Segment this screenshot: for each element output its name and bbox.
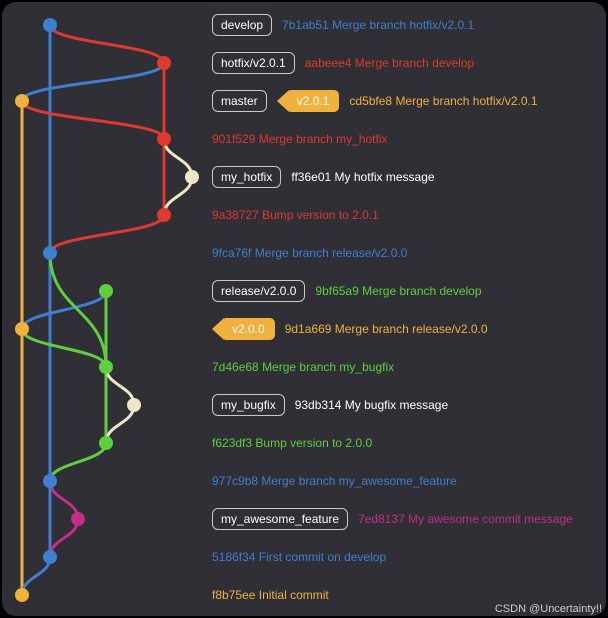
commit-row[interactable]: 901f529 Merge branch my_hotfix	[212, 127, 387, 151]
commit-hash: aabeee4	[304, 56, 352, 70]
hotfix-to-master-edge	[20, 100, 166, 140]
commit-dot-9d1a669[interactable]	[15, 322, 29, 336]
hotfix-to-develop-edge	[48, 24, 166, 64]
branch-label[interactable]: my_hotfix	[212, 166, 282, 188]
hotfix-fork-edge	[48, 214, 166, 254]
commit-row[interactable]: 9a38727 Bump version to 2.0.1	[212, 203, 379, 227]
commit-dot-93db314[interactable]	[127, 398, 141, 412]
commit-hash: 5186f34	[212, 550, 256, 564]
commit-row[interactable]: master v2.0.1 cd5bfe8 Merge branch hotfix/…	[212, 89, 538, 113]
commit-hash: 901f529	[212, 132, 256, 146]
watermark: CSDN @Uncertainty!!	[494, 603, 602, 615]
commit-row[interactable]: f623df3 Bump version to 2.0.0	[212, 431, 372, 455]
commit-dot-f8b75ee[interactable]	[15, 588, 29, 602]
commit-row[interactable]: 977c9b8 Merge branch my_awesome_feature	[212, 469, 457, 493]
commit-message: Merge branch my_hotfix	[258, 132, 388, 146]
commit-hash: 9fca76f	[212, 246, 252, 260]
commit-message: My awesome commit message	[408, 512, 573, 526]
commit-hash: 9bf65a9	[315, 284, 359, 298]
hotfix-branch-fork-edge	[162, 176, 194, 216]
develop-start-edge	[20, 556, 52, 596]
commit-hash: 93db314	[294, 398, 342, 412]
release-to-develop-edge	[48, 252, 108, 368]
commit-dot-9fca76f[interactable]	[43, 246, 57, 260]
branch-label[interactable]: hotfix/v2.0.1	[212, 52, 295, 74]
commit-hash: f623df3	[212, 436, 253, 450]
commit-message: My hotfix message	[334, 170, 435, 184]
commit-message: Merge branch hotfix/v2.0.1	[395, 94, 538, 108]
commit-row[interactable]: hotfix/v2.0.1 aabeee4 Merge branch develo…	[212, 51, 474, 75]
commit-hash: f8b75ee	[212, 588, 256, 602]
bugfix-merge-edge	[104, 366, 136, 406]
commit-dot-f623df3[interactable]	[99, 436, 113, 450]
commit-hash: 7d46e68	[212, 360, 259, 374]
commit-hash: 7ed8137	[358, 512, 405, 526]
commit-row[interactable]: 7d46e68 Merge branch my_bugfix	[212, 355, 394, 379]
commit-row[interactable]: my_awesome_feature 7ed8137 My awesome com…	[212, 507, 573, 531]
commit-message: Bump version to 2.0.0	[255, 436, 373, 450]
version-tag[interactable]: v2.0.0	[212, 318, 275, 340]
commit-dot-7b1ab51[interactable]	[43, 18, 57, 32]
commit-message: Merge branch develop	[354, 56, 475, 70]
branch-label[interactable]: my_awesome_feature	[212, 508, 349, 530]
commit-message: Merge branch develop	[362, 284, 482, 298]
commit-row[interactable]: release/v2.0.0 9bf65a9 Merge branch devel…	[212, 279, 482, 303]
branch-label[interactable]: my_bugfix	[212, 394, 285, 416]
commit-dot-ff36e01[interactable]	[185, 170, 199, 184]
branch-label[interactable]: develop	[212, 14, 273, 36]
commit-row[interactable]: f8b75ee Initial commit	[212, 583, 329, 607]
commit-message: Merge branch release/v2.0.0	[334, 322, 488, 336]
commit-dot-7d46e68[interactable]	[99, 360, 113, 374]
hotfix-branch-merge-edge	[162, 138, 194, 178]
master-to-hotfix-edge	[20, 62, 166, 102]
release-to-master-edge	[20, 328, 108, 368]
commit-dot-901f529[interactable]	[157, 132, 171, 146]
commit-message: Merge branch release/v2.0.0	[254, 246, 408, 260]
feature-fork-edge	[48, 518, 80, 558]
commit-row[interactable]: 9fca76f Merge branch release/v2.0.0	[212, 241, 407, 265]
commit-message: Bump version to 2.0.1	[262, 208, 379, 222]
bugfix-fork-edge	[104, 404, 136, 444]
commit-hash: 9d1a669	[284, 322, 332, 336]
commit-dot-cd5bfe8[interactable]	[15, 94, 29, 108]
commit-message: First commit on develop	[258, 550, 387, 564]
commit-row[interactable]: 5186f34 First commit on develop	[212, 545, 386, 569]
version-tag[interactable]: v2.0.1	[276, 90, 340, 112]
commit-message: Merge branch my_awesome_feature	[261, 474, 457, 488]
commit-row[interactable]: my_hotfix ff36e01 My hotfix message	[212, 165, 435, 189]
commit-hash: 7b1ab51	[282, 18, 329, 32]
commit-row[interactable]: v2.0.0 9d1a669 Merge branch release/v2.0.…	[212, 317, 488, 341]
commit-dot-aabeee4[interactable]	[157, 56, 171, 70]
branch-label[interactable]: master	[212, 90, 267, 112]
commit-message: Merge branch hotfix/v2.0.1	[332, 18, 475, 32]
commit-row[interactable]: my_bugfix 93db314 My bugfix message	[212, 393, 448, 417]
branch-label[interactable]: release/v2.0.0	[212, 280, 306, 302]
commit-hash: 9a38727	[212, 208, 259, 222]
commit-row[interactable]: develop 7b1ab51 Merge branch hotfix/v2.0.…	[212, 13, 474, 37]
release-fork-edge	[48, 442, 108, 482]
commit-dot-7ed8137[interactable]	[71, 512, 85, 526]
feature-merge-edge	[48, 480, 80, 520]
commit-dot-977c9b8[interactable]	[43, 474, 57, 488]
commit-hash: cd5bfe8	[349, 94, 393, 108]
commit-dot-5186f34[interactable]	[43, 550, 57, 564]
commit-message: My bugfix message	[344, 398, 449, 412]
commit-hash: ff36e01	[291, 170, 332, 184]
commit-message: Initial commit	[258, 588, 329, 602]
commit-dot-9bf65a9[interactable]	[99, 284, 113, 298]
commit-hash: 977c9b8	[212, 474, 259, 488]
commit-message: Merge branch my_bugfix	[262, 360, 395, 374]
commit-dot-9a38727[interactable]	[157, 208, 171, 222]
